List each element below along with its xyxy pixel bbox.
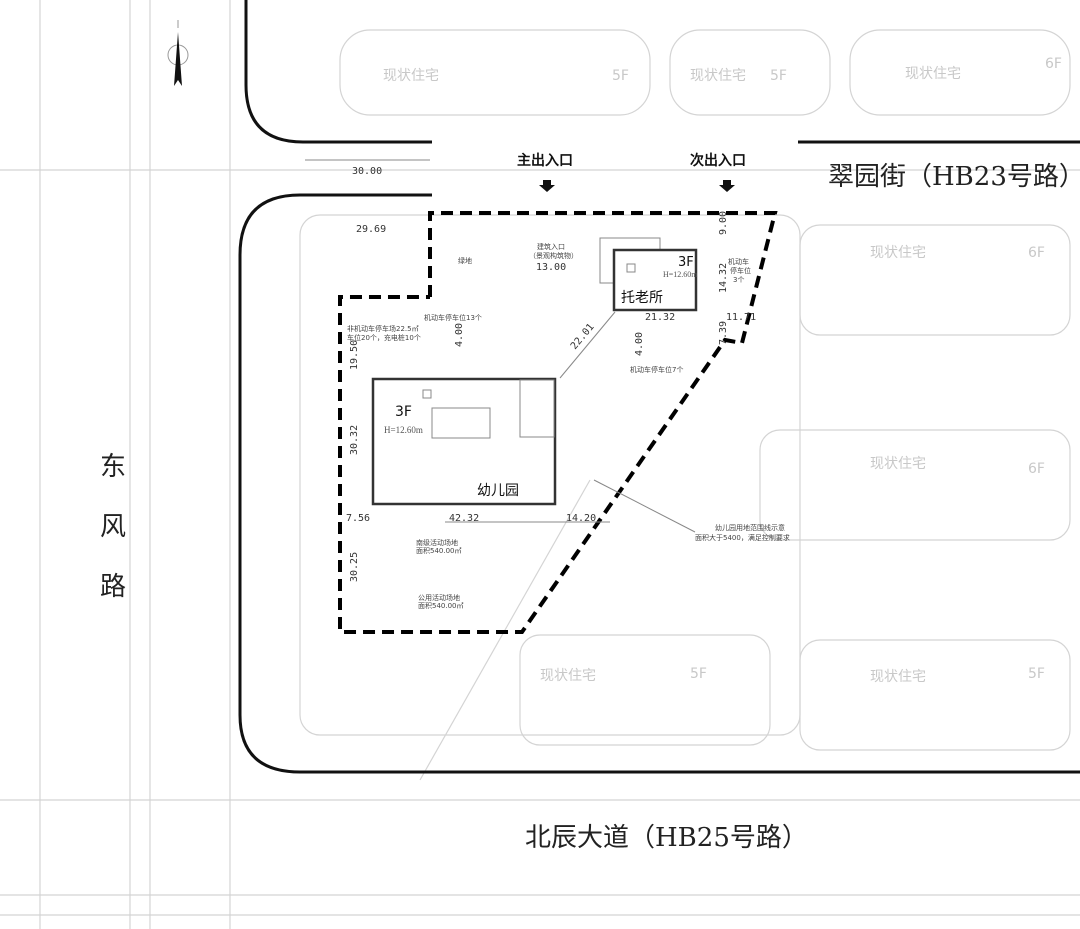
elderly-label: 托老所 <box>621 290 663 306</box>
kindergarten-height: H=12.60m <box>384 425 423 435</box>
road-edge-north-block <box>244 0 1080 144</box>
notes-building_entrance-0-text: 建筑入口 <box>537 242 565 251</box>
existing_housing-5-floors-text: 5F <box>690 666 707 682</box>
elderly-height: H=12.60m <box>663 270 698 279</box>
roads-west-2-text: 路 <box>100 572 126 602</box>
existing-housing-labels: 现状住宅 5F 现状住宅 5F 现状住宅 6F 现状住宅 6F 现状住宅 6F 现状住宅 5… <box>383 56 1062 685</box>
existing_housing-3-floors-text: 6F <box>1028 245 1045 261</box>
existing_housing-5-label-text: 现状住宅 <box>540 668 596 684</box>
dimensions-1-text: 29.69 <box>356 224 386 235</box>
arrow-down-icon <box>719 180 735 192</box>
dimensions-16-text: 30.25 <box>349 552 360 582</box>
existing_housing-3-label-text: 现状住宅 <box>870 245 926 261</box>
dimensions-7-text: 21.32 <box>645 312 675 323</box>
notes-activity_2-0-text: 公用活动场地 <box>418 593 460 602</box>
dimensions-8-text: 22.01 <box>569 322 597 352</box>
existing_housing-0-label-text: 现状住宅 <box>383 68 439 84</box>
notes-nonmotor-0-text: 非机动车停车场22.5㎡ <box>347 324 419 333</box>
road-name-north: 翠园街（HB23号路） <box>828 162 1080 192</box>
notes-site_note-0-text: 幼儿园用地范围线示意 <box>715 523 785 532</box>
roads-west-1-text: 风 <box>100 512 126 542</box>
existing_housing-6-floors-text: 5F <box>1028 666 1045 682</box>
dimensions-12-text: 30.32 <box>349 425 360 455</box>
dimensions-5-text: 11.71 <box>726 312 756 323</box>
elderly-care-building[interactable]: 3F H=12.60m 托老所 <box>599 237 698 312</box>
kindergarten-floors: 3F <box>395 404 412 420</box>
entrances-secondary-text: 次出入口 <box>690 152 746 169</box>
notes-building_entrance-1-text: （景观构筑物） <box>529 251 578 260</box>
notes-activity_2-1-text: 面积540.00㎡ <box>418 601 464 610</box>
main-entrance: 主出入口 <box>517 152 573 192</box>
arrow-down-icon <box>539 180 555 192</box>
notes-parking_east-1-text: 停车位 <box>730 266 751 275</box>
existing_housing-0-floors-text: 5F <box>612 68 629 84</box>
dimensions-9-text: 4.00 <box>454 323 465 347</box>
existing_housing-4-floors-text: 6F <box>1028 461 1045 477</box>
road-edge-site-block <box>238 193 1080 774</box>
notes-site_note-1-text: 面积大于5400，满足控制要求 <box>695 533 790 542</box>
dimensions-0-text: 30.00 <box>352 166 382 177</box>
annotations: 绿地 建筑入口 （景观构筑物） 机动车停车位13个 非机动车停车场22.5㎡ 车… <box>347 242 790 610</box>
dimensions-14-text: 42.32 <box>449 513 479 524</box>
notes-nonmotor-1-text: 车位20个，充电桩10个 <box>347 333 421 342</box>
dimensions-3-text: 9.00 <box>718 211 729 235</box>
dimensions-6-text: 7.39 <box>718 321 729 345</box>
road-name-west: 东 风 路 <box>100 452 126 602</box>
notes-activity_1-0-text: 南级活动场地 <box>416 538 458 547</box>
roads-west-0-text: 东 <box>100 452 126 482</box>
existing_housing-2-floors-text: 6F <box>1045 56 1062 72</box>
notes-activity_1-1-text: 面积540.00㎡ <box>416 546 462 555</box>
existing_housing-1-label-text: 现状住宅 <box>690 68 746 84</box>
notes-parking_east-0-text: 机动车 <box>728 257 749 266</box>
existing_housing-2-label-text: 现状住宅 <box>905 66 961 82</box>
dimensions-15-text: 14.20 <box>566 513 596 524</box>
kindergarten-label: 幼儿园 <box>477 483 519 499</box>
dimensions-4-text: 14.32 <box>718 263 729 293</box>
notes-parking_east-2-text: 3个 <box>733 276 744 284</box>
north-arrow-icon <box>167 20 189 86</box>
notes-parking_north-text: 机动车停车位13个 <box>424 313 482 322</box>
dimensions: 30.00 29.69 13.00 9.00 14.32 11.71 7.39 … <box>305 159 756 582</box>
dimensions-2-text: 13.00 <box>536 262 566 273</box>
notes-parking_mid-text: 机动车停车位7个 <box>630 365 683 374</box>
road-name-south: 北辰大道（HB25号路） <box>525 823 808 853</box>
existing_housing-4-label-text: 现状住宅 <box>870 456 926 472</box>
notes-green-text: 绿地 <box>458 256 472 265</box>
kindergarten-building[interactable]: 3F H=12.60m 幼儿园 <box>371 377 557 506</box>
existing_housing-1-floors-text: 5F <box>770 68 787 84</box>
dimensions-10-text: 4.00 <box>634 332 645 356</box>
secondary-entrance: 次出入口 <box>690 152 746 192</box>
entrances-main-text: 主出入口 <box>517 152 573 169</box>
dimensions-11-text: 19.50 <box>349 340 360 370</box>
existing_housing-6-label-text: 现状住宅 <box>870 669 926 685</box>
kindergarten-site-boundary <box>338 211 778 634</box>
dimensions-13-text: 7.56 <box>346 513 370 524</box>
elderly-floors: 3F <box>678 255 694 270</box>
